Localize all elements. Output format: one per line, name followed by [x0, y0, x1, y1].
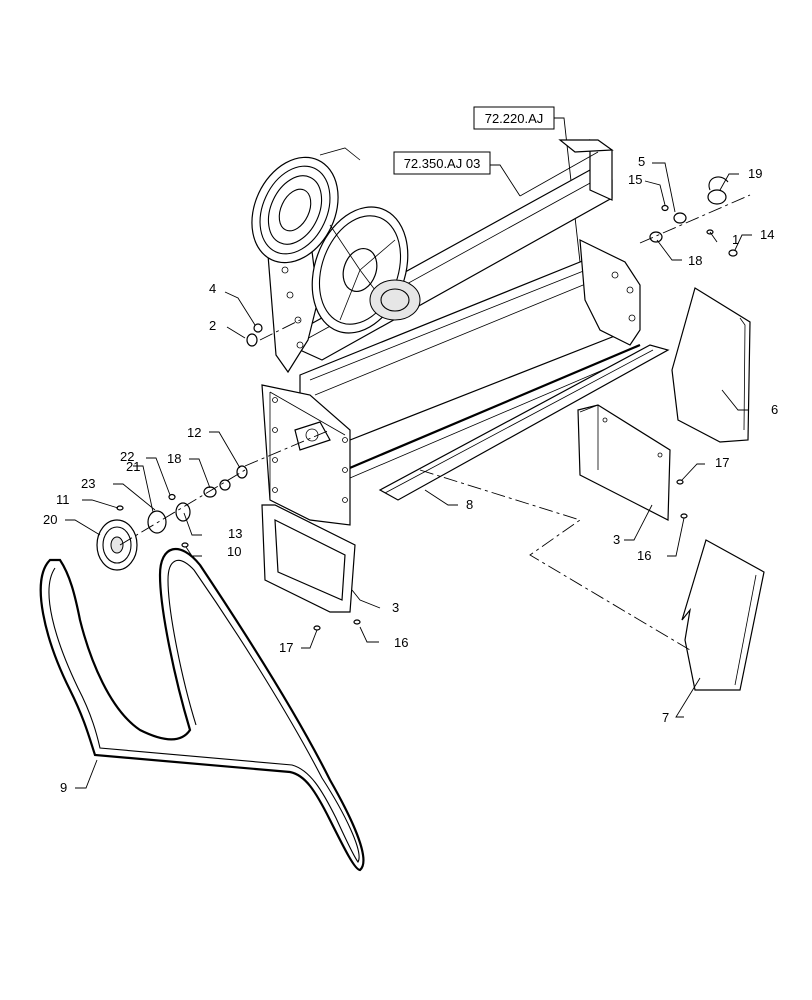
shield-6 [671, 287, 751, 443]
callout-3-right[interactable]: 3 [613, 532, 620, 547]
drive-belt [39, 547, 365, 872]
callout-13[interactable]: 13 [228, 526, 242, 541]
callout-22[interactable]: 22 [120, 449, 134, 464]
callout-5[interactable]: 5 [638, 154, 645, 169]
callout-21[interactable]: 21 [126, 459, 140, 474]
cover-plate-right [577, 404, 671, 521]
callout-10[interactable]: 10 [227, 544, 241, 559]
sensor-19 [707, 176, 729, 205]
shield-7 [681, 539, 765, 691]
callout-numbers: 1 2 3 3 4 5 6 7 8 9 10 11 12 13 14 15 16… [43, 154, 778, 795]
reference-label: 72.220.AJ [485, 111, 544, 126]
callout-18-right[interactable]: 18 [688, 253, 702, 268]
callout-19[interactable]: 19 [748, 166, 762, 181]
callout-14[interactable]: 14 [760, 227, 774, 242]
upper-frame-assembly [261, 139, 670, 526]
reference-label: 72.350.AJ 03 [404, 156, 481, 171]
callout-16-right[interactable]: 16 [637, 548, 651, 563]
callout-23[interactable]: 23 [81, 476, 95, 491]
reference-72-350-aj-03[interactable]: 72.350.AJ 03 [393, 151, 521, 197]
callout-7[interactable]: 7 [662, 710, 669, 725]
callout-12[interactable]: 12 [187, 425, 201, 440]
callout-3-left[interactable]: 3 [392, 600, 399, 615]
cover-plate-left [261, 504, 356, 613]
small-pulley-20 [96, 519, 138, 571]
callout-17-left[interactable]: 17 [279, 640, 293, 655]
callout-9[interactable]: 9 [60, 780, 67, 795]
callout-8[interactable]: 8 [466, 497, 473, 512]
callout-11[interactable]: 11 [56, 492, 70, 507]
callout-15[interactable]: 15 [628, 172, 642, 187]
callout-18-left[interactable]: 18 [167, 451, 181, 466]
callout-17-right[interactable]: 17 [715, 455, 729, 470]
callout-6[interactable]: 6 [771, 402, 778, 417]
callout-2[interactable]: 2 [209, 318, 216, 333]
callout-4[interactable]: 4 [209, 281, 216, 296]
callout-16-left[interactable]: 16 [394, 635, 408, 650]
callout-1[interactable]: 1 [732, 232, 739, 247]
connection-lines [119, 194, 751, 651]
large-pulley-assembly [251, 147, 421, 334]
callout-leaders [65, 162, 752, 789]
callout-20[interactable]: 20 [43, 512, 57, 527]
